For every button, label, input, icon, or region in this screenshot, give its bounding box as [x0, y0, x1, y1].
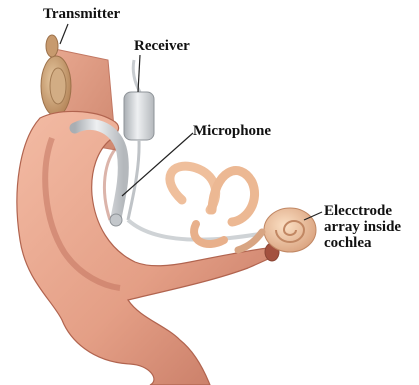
electrode-label-line-2: array inside: [324, 219, 401, 235]
electrode-array-label: Elecctrode array inside cochlea: [324, 203, 401, 252]
semicircular-canals: [170, 166, 255, 244]
receiver-label: Receiver: [134, 38, 190, 54]
electrode-label-line-3: cochlea: [324, 235, 401, 251]
receiver-leader: [138, 55, 140, 92]
transmitter-label: Transmitter: [43, 6, 120, 22]
electrode-label-line-1: Elecctrode: [324, 203, 401, 219]
transmitter-coil: [41, 35, 71, 116]
microphone-label: Microphone: [193, 123, 271, 139]
transmitter-leader: [60, 24, 68, 44]
